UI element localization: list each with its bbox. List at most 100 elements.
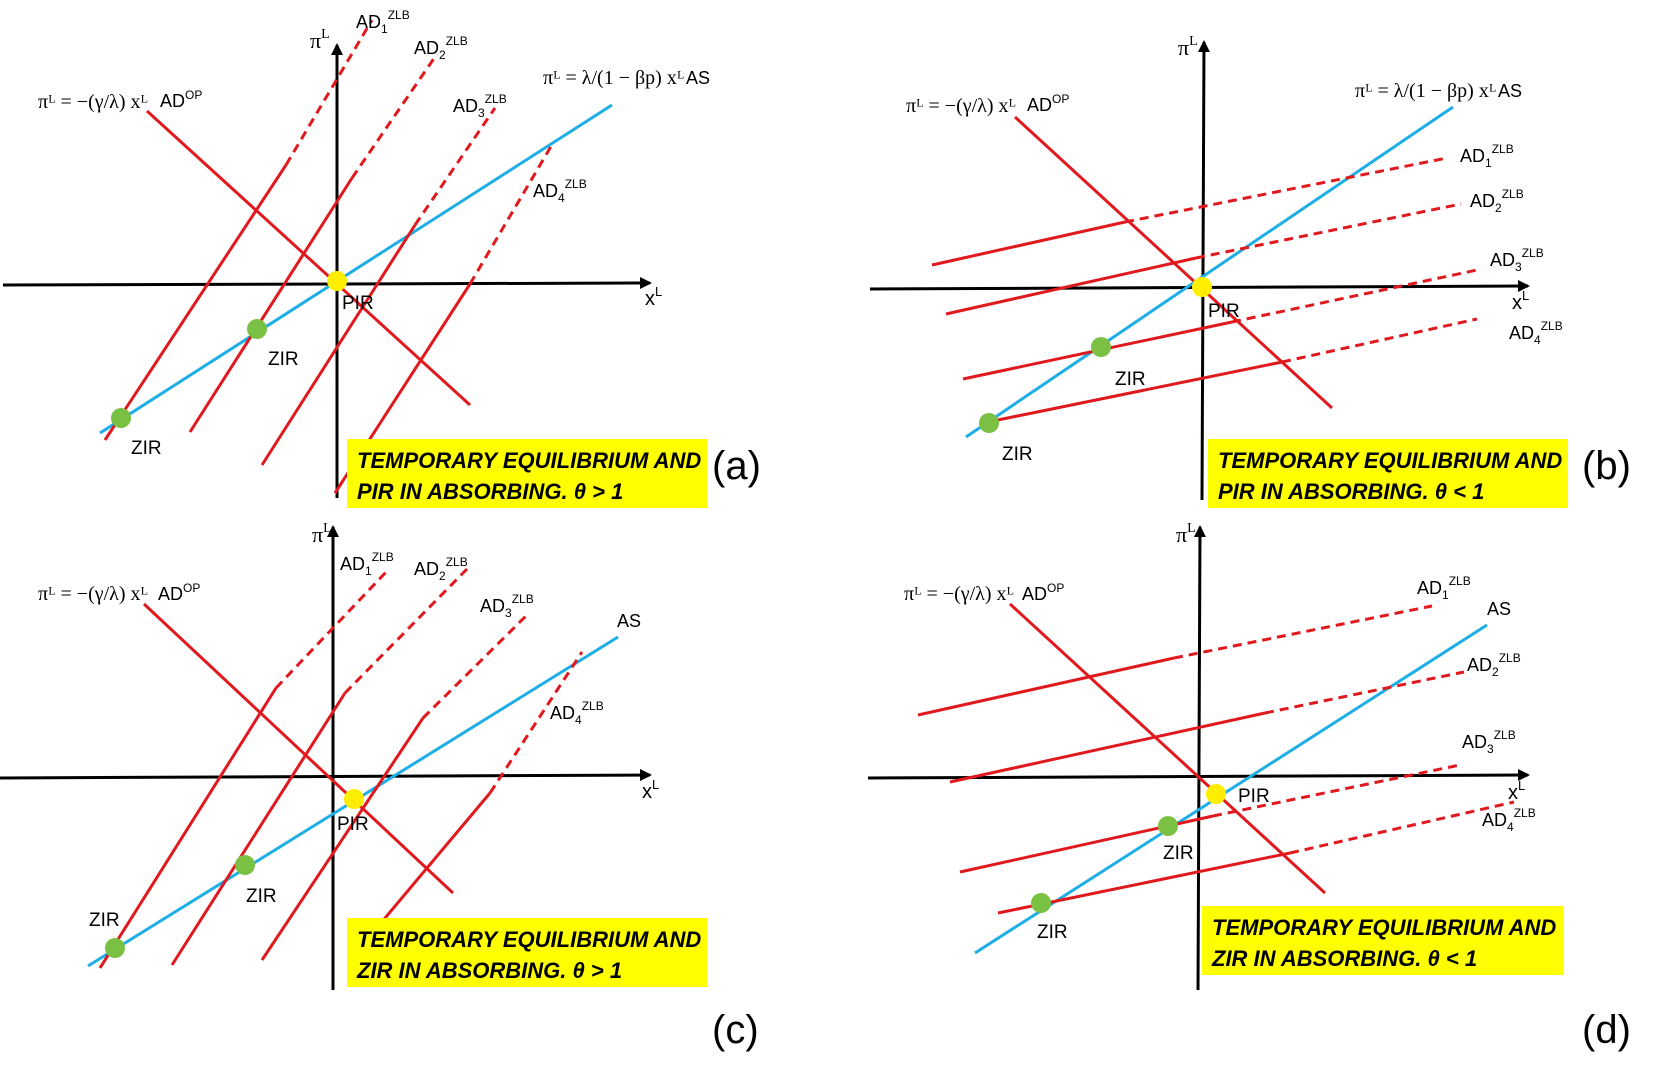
zir-label: ZIR	[1002, 444, 1033, 465]
ad2-label: AD	[1470, 191, 1495, 211]
svg-text:AD2ZLB: AD2ZLB	[1467, 651, 1521, 679]
as-label: AS	[686, 68, 710, 88]
svg-text:AD3ZLB: AD3ZLB	[1462, 728, 1516, 756]
zir-point	[1091, 337, 1111, 357]
pir-point	[344, 789, 364, 809]
as-label: AS	[617, 611, 641, 631]
ad2-zlb-line	[949, 670, 1465, 784]
ad3-sub: 3	[1515, 260, 1522, 274]
svg-text:AD2ZLB: AD2ZLB	[414, 555, 468, 583]
svg-text:AD4ZLB: AD4ZLB	[550, 699, 604, 727]
pir-label: PIR	[342, 293, 374, 314]
y-axis	[1197, 40, 1210, 501]
y-axis-label: π	[1178, 35, 1189, 60]
ad2-sub: 2	[1495, 201, 1502, 215]
zir-point	[247, 319, 267, 339]
ad1-zlb-line	[98, 568, 390, 969]
zir-label: ZIR	[1163, 843, 1194, 864]
zir-label: ZIR	[1115, 369, 1146, 390]
as-formula: πᴸ = λ/(1 − βp) xᴸ	[1355, 80, 1496, 102]
ad-op-line	[145, 109, 472, 407]
note-line-2: PIR IN ABSORBING. θ > 1	[357, 479, 624, 504]
ad2-sup: ZLB	[1499, 651, 1521, 665]
note-line-1: TEMPORARY EQUILIBRIUM AND	[1218, 448, 1563, 473]
x-axis-sup: L	[655, 284, 662, 299]
as-label: AS	[1498, 81, 1522, 101]
ad1-zlb-line	[917, 604, 1433, 717]
ad1-sup: ZLB	[1449, 574, 1471, 588]
panel-d: πL xL πᴸ = −(γ/λ) xᴸ ADOP AS AD1ZLB AD2Z…	[867, 521, 1536, 991]
ad2-zlb-line	[170, 567, 469, 966]
ad2-label: AD	[414, 559, 439, 579]
note-line-1: TEMPORARY EQUILIBRIUM AND	[357, 927, 702, 952]
x-axis-label: x	[645, 288, 655, 310]
ad2-sup: ZLB	[446, 34, 468, 48]
zir-point	[111, 408, 131, 428]
zir-label: ZIR	[268, 349, 299, 370]
ad2-sup: ZLB	[446, 555, 468, 569]
ad2-sub: 2	[439, 48, 446, 62]
adop-sup: OP	[185, 88, 202, 102]
ad3-sup: ZLB	[512, 592, 534, 606]
note-line-2: ZIR IN ABSORBING. θ > 1	[357, 958, 623, 983]
ad1-zlb-line	[103, 19, 374, 441]
ad4-zlb-line	[997, 800, 1515, 915]
ad1-sub: 1	[1485, 156, 1492, 170]
zir-point	[979, 413, 999, 433]
ad3-label: AD	[453, 96, 478, 116]
adop-sup: OP	[183, 581, 200, 595]
ad3-zlb-line	[959, 763, 1461, 874]
as-formula: πᴸ = λ/(1 − βp) xᴸ	[543, 67, 684, 89]
svg-text:ADOP: ADOP	[1027, 92, 1069, 115]
ad1-label: AD	[340, 554, 365, 574]
svg-text:πL: πL	[310, 27, 330, 53]
note-box-c: TEMPORARY EQUILIBRIUM AND ZIR IN ABSORBI…	[347, 918, 707, 987]
zir-point	[1031, 893, 1051, 913]
zir-label: ZIR	[246, 886, 277, 907]
svg-text:πL: πL	[1178, 34, 1198, 60]
ad-op-line	[142, 602, 455, 895]
ad2-sub: 2	[1492, 665, 1499, 679]
as-line	[99, 103, 613, 435]
pir-label: PIR	[1208, 301, 1240, 322]
svg-text:ADOP: ADOP	[160, 88, 202, 111]
adop-label: AD	[158, 584, 183, 604]
x-axis	[2, 277, 652, 290]
note-line-2: PIR IN ABSORBING. θ < 1	[1218, 479, 1485, 504]
ad4-zlb-line	[378, 651, 584, 925]
y-axis-label: π	[312, 522, 323, 547]
panel-label-a: (a)	[712, 444, 761, 488]
y-axis-label: π	[1176, 522, 1187, 547]
x-axis-label: x	[1508, 782, 1518, 804]
svg-text:xL: xL	[642, 777, 659, 803]
svg-text:AD1ZLB: AD1ZLB	[1417, 574, 1471, 602]
zir-point	[105, 938, 125, 958]
svg-text:AD1ZLB: AD1ZLB	[356, 8, 410, 36]
zir-label: ZIR	[131, 438, 162, 459]
adop-formula: πᴸ = −(γ/λ) xᴸ	[38, 91, 148, 113]
ad1-sup: ZLB	[372, 550, 394, 564]
panel-a: πL xL πᴸ = −(γ/λ) xᴸ ADOP πᴸ = λ/(1 − βp…	[2, 8, 710, 498]
ad1-sub: 1	[381, 22, 388, 36]
svg-text:AD2ZLB: AD2ZLB	[1470, 187, 1524, 215]
svg-text:xL: xL	[1508, 778, 1525, 804]
ad4-sup: ZLB	[565, 177, 587, 191]
ad-op-line	[1008, 602, 1327, 895]
ad3-sup: ZLB	[1494, 728, 1516, 742]
svg-text:AD3ZLB: AD3ZLB	[1490, 246, 1544, 274]
adop-formula: πᴸ = −(γ/λ) xᴸ	[38, 583, 148, 605]
ad1-sup: ZLB	[1492, 142, 1514, 156]
x-axis-label: x	[642, 781, 652, 803]
ad4-label: AD	[533, 181, 558, 201]
svg-text:AD1ZLB: AD1ZLB	[340, 550, 394, 578]
ad2-label: AD	[1467, 655, 1492, 675]
zir-label: ZIR	[89, 910, 120, 931]
ad3-label: AD	[1490, 250, 1515, 270]
svg-text:AD3ZLB: AD3ZLB	[453, 92, 507, 120]
x-axis	[0, 769, 652, 782]
panel-b: πL xL πᴸ = −(γ/λ) xᴸ ADOP πᴸ = λ/(1 − βp…	[869, 34, 1563, 501]
ad2-sup: ZLB	[1502, 187, 1524, 201]
note-line-2: ZIR IN ABSORBING. θ < 1	[1212, 946, 1478, 971]
note-line-1: TEMPORARY EQUILIBRIUM AND	[1212, 915, 1557, 940]
svg-text:ADOP: ADOP	[1022, 581, 1064, 604]
